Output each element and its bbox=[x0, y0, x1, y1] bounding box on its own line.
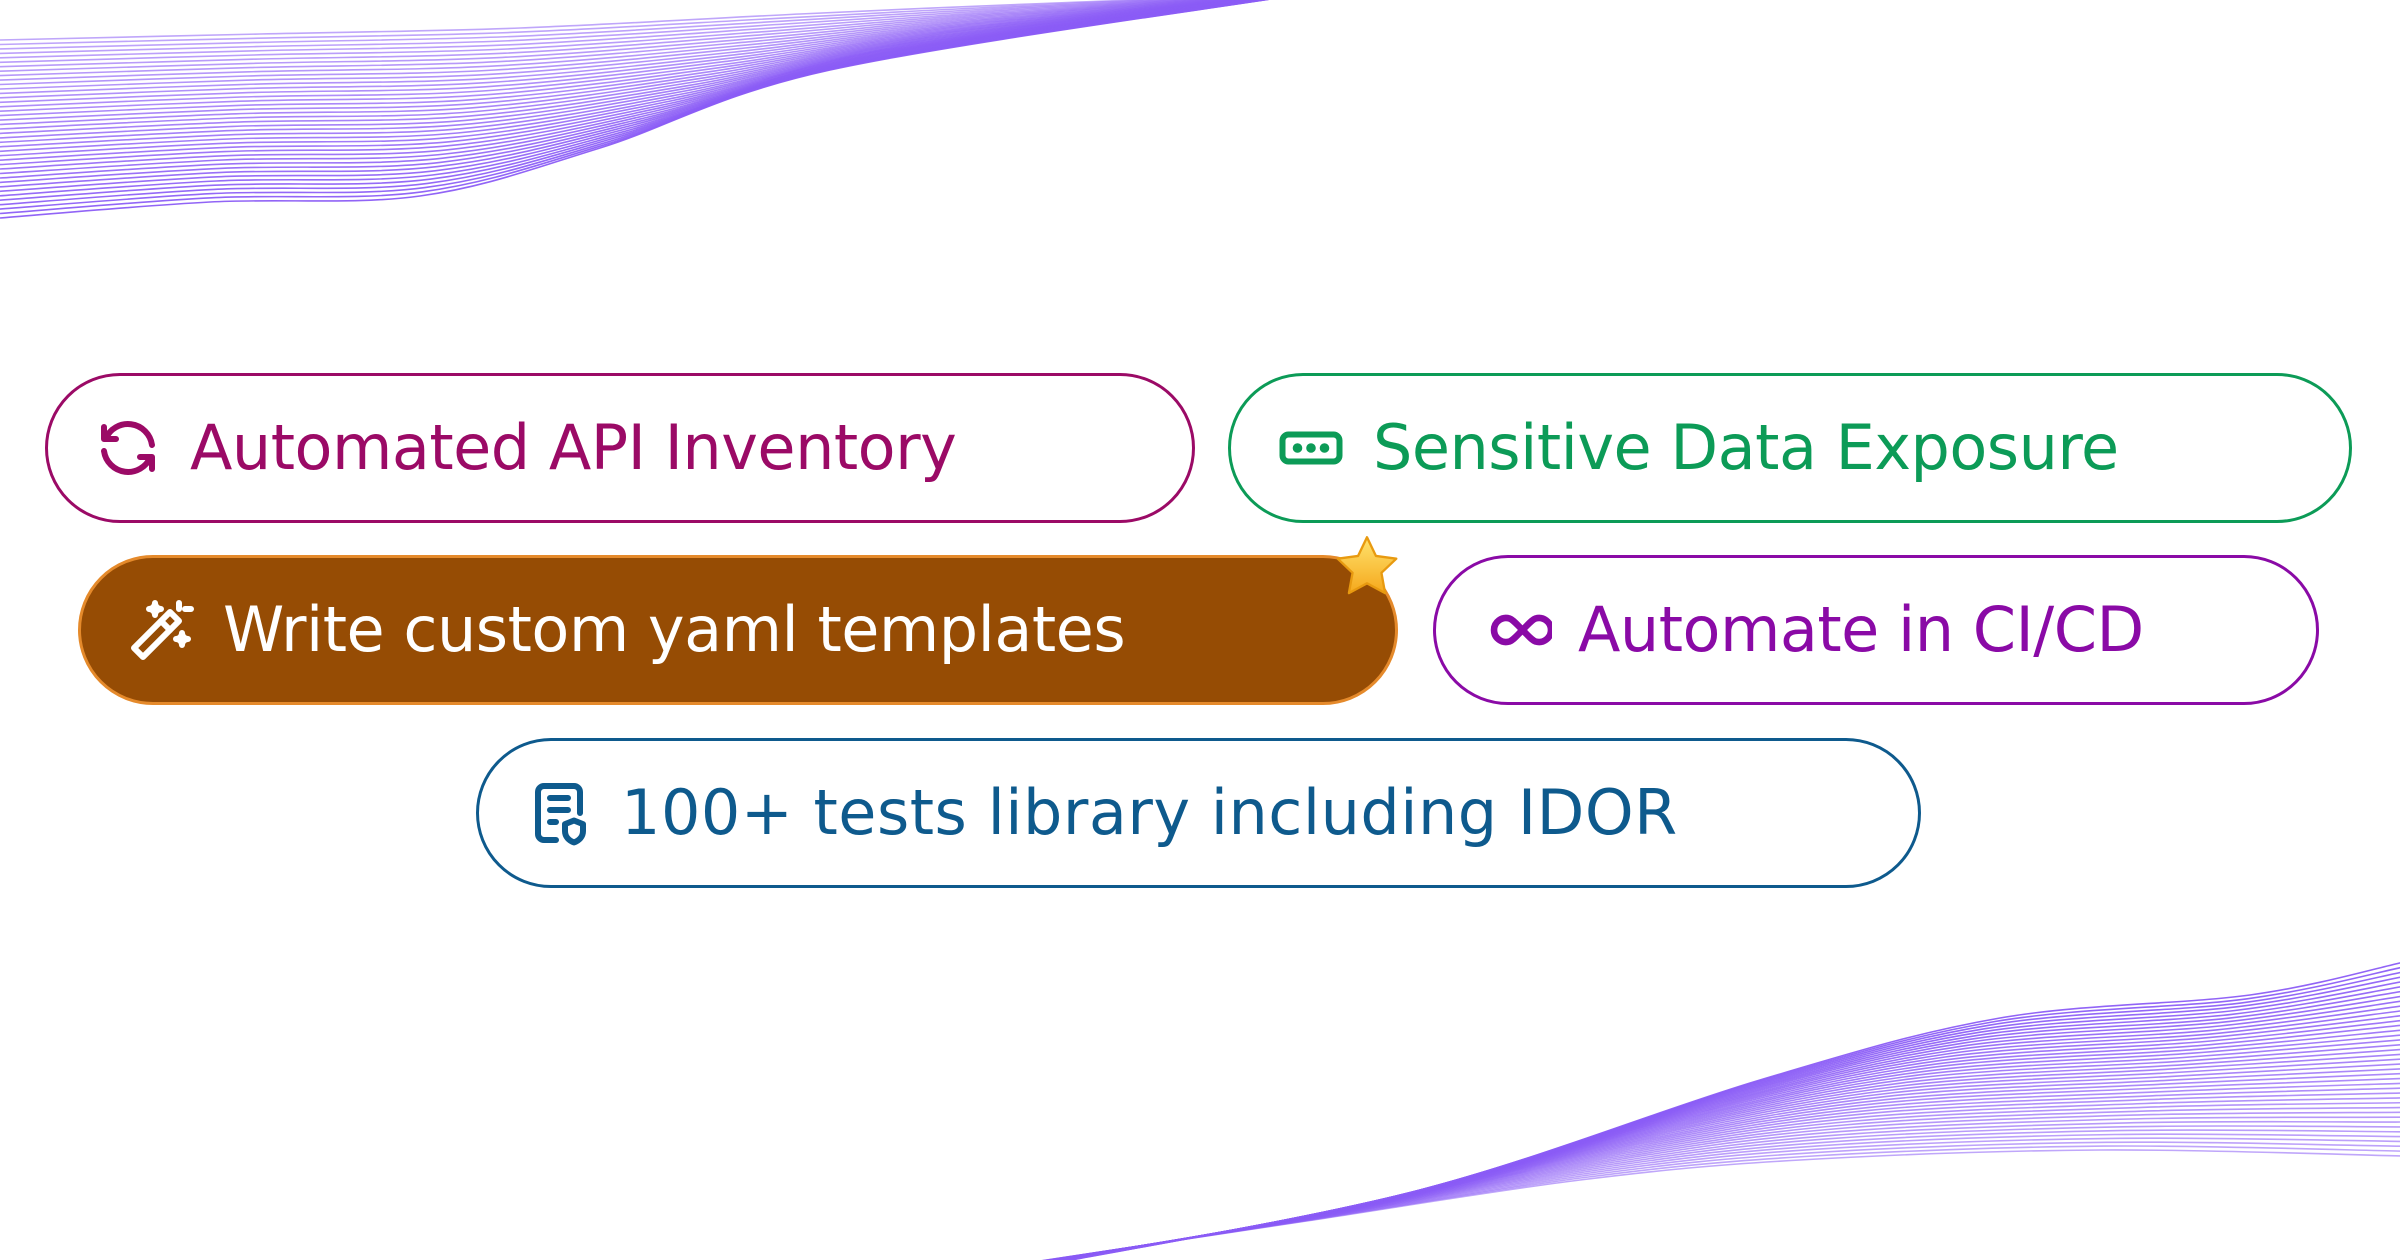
wave-line bbox=[1041, 1149, 2400, 1260]
wave-line bbox=[0, 0, 1225, 77]
infinity-icon bbox=[1490, 614, 1552, 646]
wave-line bbox=[1066, 962, 2400, 1260]
wave-line bbox=[1042, 1137, 2400, 1260]
wave-line bbox=[0, 0, 1264, 179]
wave-line bbox=[0, 0, 1238, 95]
wave-line bbox=[0, 0, 1184, 50]
wave-line bbox=[0, 0, 1241, 99]
star-icon bbox=[1336, 536, 1398, 595]
wave-line bbox=[0, 0, 1235, 90]
wave-line bbox=[0, 0, 1154, 41]
feature-label: Sensitive Data Exposure bbox=[1373, 411, 2119, 484]
wave-line bbox=[0, 0, 1216, 68]
wave-line bbox=[0, 0, 1209, 64]
refresh-icon bbox=[101, 421, 155, 475]
wave-line bbox=[0, 0, 1245, 108]
feature-pill-sensitive-data: Sensitive Data Exposure bbox=[1228, 373, 2352, 523]
feature-pill-tests-library: 100+ tests library including IDOR bbox=[476, 738, 1921, 888]
wave-line bbox=[0, 0, 1194, 55]
wave-line bbox=[0, 0, 1247, 112]
top-left-wave bbox=[0, 0, 1270, 219]
wave-line bbox=[0, 0, 1265, 184]
wave-line bbox=[0, 0, 1232, 86]
wave-line bbox=[0, 0, 1221, 72]
wave-line bbox=[0, 0, 1203, 59]
wave-line bbox=[0, 0, 1229, 81]
feature-pill-ci-cd: Automate in CI/CD bbox=[1433, 555, 2319, 705]
wave-line bbox=[0, 0, 1270, 219]
feature-label: Automate in CI/CD bbox=[1578, 593, 2144, 666]
feature-pill-api-inventory: Automated API Inventory bbox=[45, 373, 1195, 523]
wave-line bbox=[0, 0, 1243, 104]
password-field-icon bbox=[1279, 431, 1343, 465]
wave-line bbox=[1041, 1145, 2400, 1260]
magic-wand-icon bbox=[131, 600, 194, 660]
feature-label: Automated API Inventory bbox=[190, 411, 957, 484]
wave-line bbox=[0, 0, 1252, 126]
wave-line bbox=[0, 0, 1248, 117]
bottom-right-wave bbox=[1041, 962, 2400, 1260]
feature-pill-yaml-templates: Write custom yaml templates bbox=[78, 555, 1398, 705]
wave-line bbox=[0, 0, 1171, 46]
document-shield-icon bbox=[535, 783, 586, 846]
feature-label: 100+ tests library including IDOR bbox=[621, 776, 1678, 849]
wave-line bbox=[1042, 1141, 2400, 1260]
feature-label: Write custom yaml templates bbox=[223, 593, 1126, 666]
